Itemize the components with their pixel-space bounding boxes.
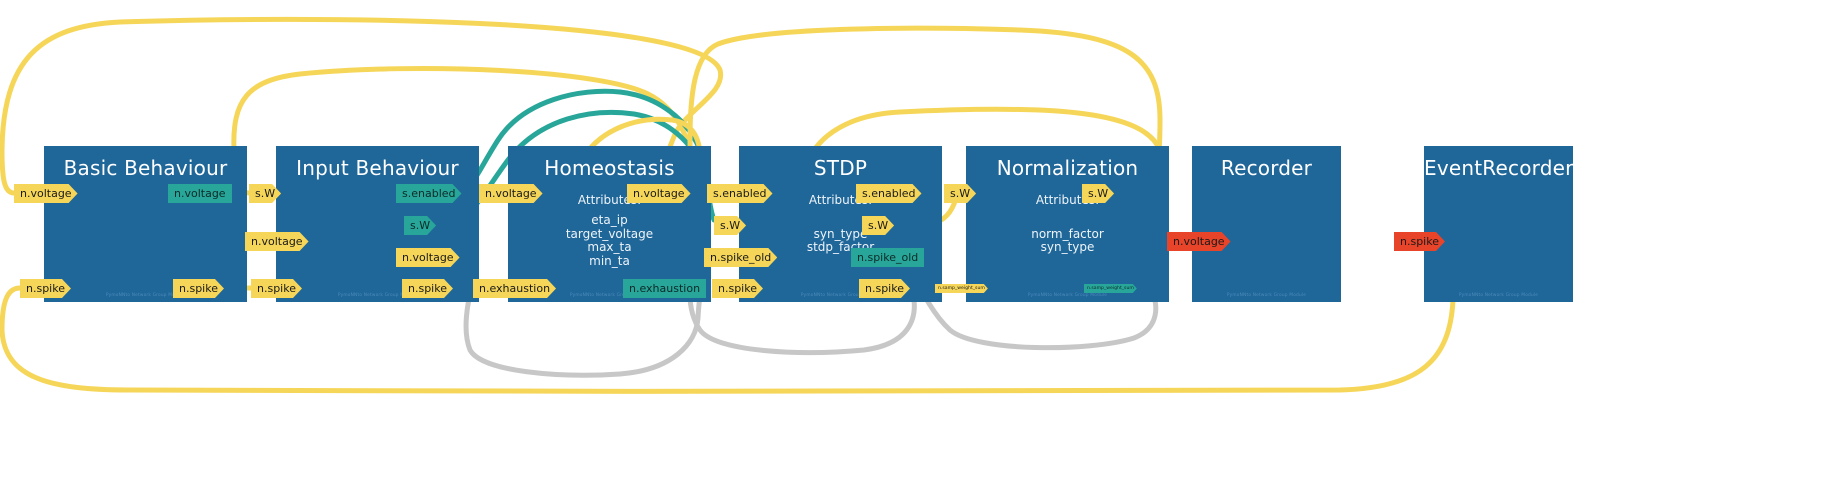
attribute-item: min_ta [589, 253, 630, 268]
port-s-w[interactable]: s.W [1082, 184, 1114, 203]
port-n-spike[interactable]: n.spike [173, 279, 224, 298]
attribute-item [739, 214, 942, 228]
port-n-voltage[interactable]: n.voltage [396, 248, 460, 267]
module-title: Recorder [1220, 156, 1313, 180]
port-n-voltage[interactable]: n.voltage [168, 184, 232, 203]
port-n-spike[interactable]: n.spike [251, 279, 302, 298]
port-n-samp-weight-sum[interactable]: n.samp_weight_sum [935, 284, 988, 293]
port-n-spike[interactable]: n.spike [712, 279, 763, 298]
module-footer: PymoNNto Network Group Module [1027, 293, 1108, 298]
attribute-item: eta_ip [591, 213, 628, 227]
port-n-spike-old[interactable]: n.spike_old [704, 248, 777, 267]
port-s-enabled[interactable]: s.enabled [707, 184, 773, 203]
module-title: STDP [813, 156, 868, 180]
port-n-spike[interactable]: n.spike [402, 279, 453, 298]
module-footer: PymoNNto Network Group Module [105, 293, 186, 298]
module-footer: PymoNNto Network Group Module [800, 293, 881, 298]
module-footer: PymoNNto Network Group Module [337, 293, 418, 298]
port-n-voltage[interactable]: n.voltage [479, 184, 543, 203]
attributes-label: Attributes: [577, 193, 642, 207]
port-n-spike-old[interactable]: n.spike_old [851, 248, 925, 267]
port-n-voltage[interactable]: n.voltage [14, 184, 78, 203]
port-s-w[interactable]: s.W [249, 184, 281, 203]
port-n-exhaustion[interactable]: n.exhaustion [623, 279, 707, 298]
module-footer: PymoNNto Network Group Module [569, 293, 650, 298]
port-n-exhaustion[interactable]: n.exhaustion [473, 279, 556, 298]
port-s-enabled[interactable]: s.enabled [396, 184, 462, 203]
port-n-spike[interactable]: n.spike [1394, 232, 1445, 251]
port-n-spike[interactable]: n.spike [859, 279, 910, 298]
port-s-w[interactable]: s.W [404, 216, 436, 235]
port-n-voltage[interactable]: n.voltage [627, 184, 691, 203]
module-title: Homeostasis [544, 156, 675, 180]
module-title: Input Behaviour [296, 156, 459, 180]
port-s-w[interactable]: s.W [862, 216, 894, 235]
port-n-voltage[interactable]: n.voltage [245, 232, 309, 251]
port-n-voltage[interactable]: n.voltage [1167, 232, 1231, 251]
port-s-enabled[interactable]: s.enabled [856, 184, 922, 203]
attribute-item: target_voltage [565, 226, 654, 241]
port-s-w[interactable]: s.W [714, 216, 746, 235]
attribute-item: syn_type [813, 226, 868, 241]
port-n-spike[interactable]: n.spike [20, 279, 71, 298]
module-footer: PymoNNto Network Group Module [1226, 293, 1307, 298]
module-title: Basic Behaviour [63, 156, 228, 180]
port-n-samp-weight-sum[interactable]: n.samp_weight_sum [1084, 284, 1137, 293]
attribute-item: syn_type [1040, 240, 1095, 254]
attribute-item [966, 214, 1169, 228]
attributes-label: Attributes: [1035, 193, 1100, 207]
module-footer: PymoNNto Network Group Module [1458, 293, 1539, 298]
attribute-item: norm_factor [1031, 226, 1104, 241]
attribute-item: max_ta [587, 240, 632, 254]
module-title: Normalization [996, 156, 1139, 180]
port-s-w[interactable]: s.W [944, 184, 976, 203]
module-title: EventRecorder [1424, 156, 1574, 180]
